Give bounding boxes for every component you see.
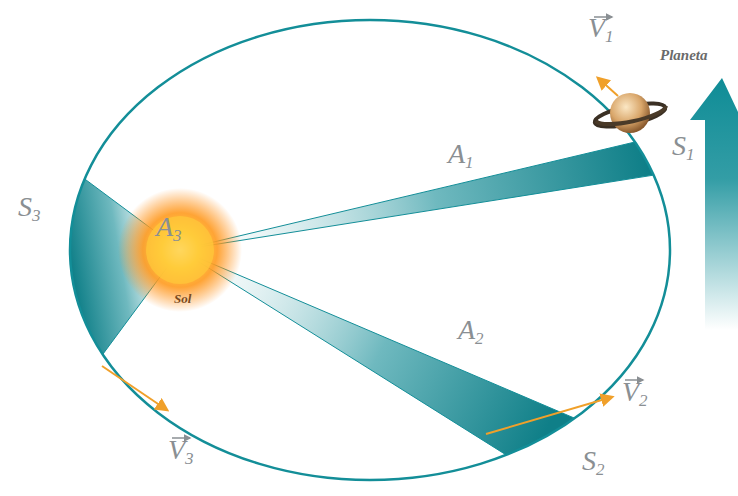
velocity-label: V2 [622,378,648,409]
velocity-vector [486,397,612,434]
area-label: A3 [156,213,182,244]
area-label: A1 [448,140,474,171]
orbit-ellipse [70,20,670,480]
velocity-vector [102,366,167,410]
sun-label: Sol [174,292,191,305]
swept-area [180,250,575,455]
direction-arrow [690,78,738,330]
sun [118,188,242,312]
swept-area [180,142,654,250]
velocity-label: V1 [588,14,614,45]
velocity-vector [598,78,618,96]
swept-areas [70,142,654,455]
planet-name: Planeta [660,48,708,63]
planet [593,93,667,133]
velocity-label: V3 [168,436,194,467]
arc-label: S3 [18,193,41,224]
arc-label: S2 [582,447,605,478]
area-label: A2 [458,316,484,347]
arc-label: S1 [672,132,695,163]
